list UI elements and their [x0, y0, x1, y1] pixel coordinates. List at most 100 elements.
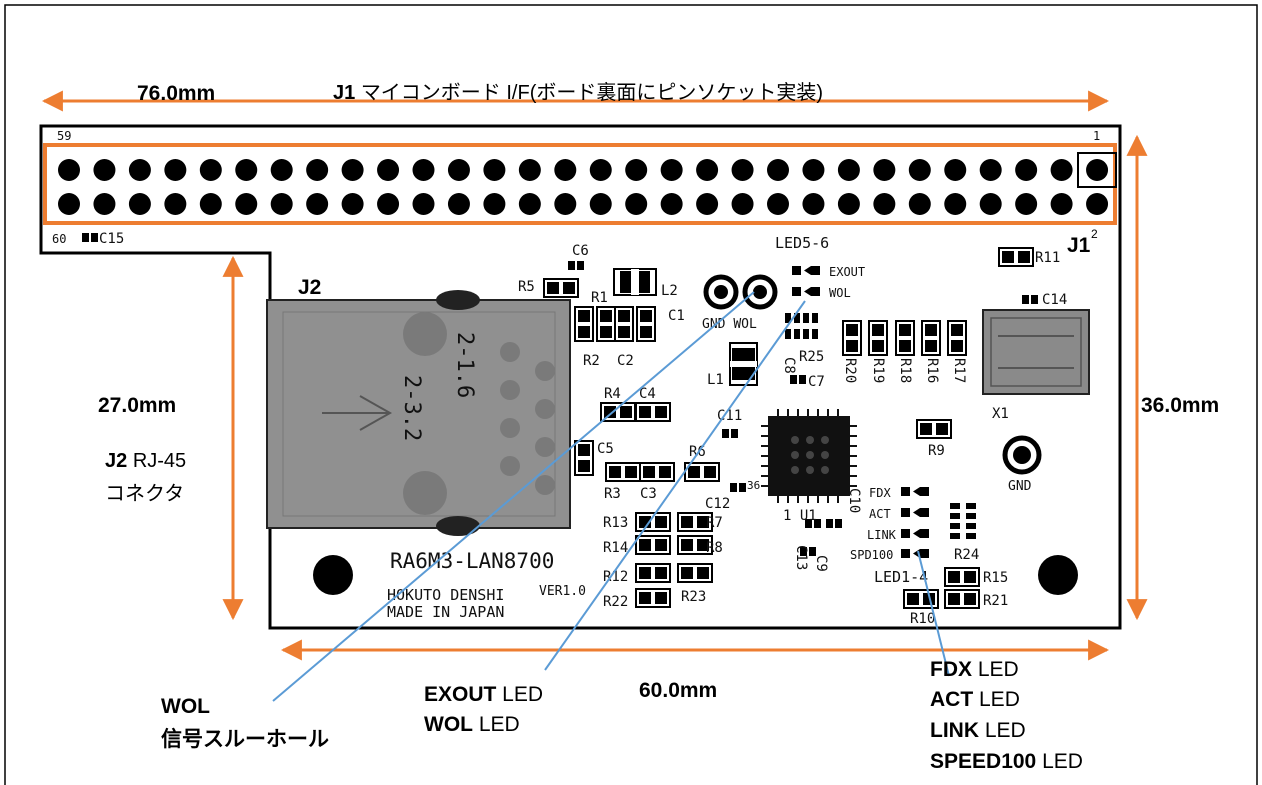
r24-pad: [966, 503, 976, 509]
j1-pin: [235, 193, 258, 215]
leader-exout-led: [544, 300, 806, 671]
r12-label: R12: [603, 569, 628, 585]
smd-pad-pair: [895, 320, 915, 356]
r24-pad: [950, 533, 960, 539]
smd-cap-small: [800, 547, 816, 556]
j1-pin: [518, 193, 541, 215]
j1-pin: [306, 159, 329, 181]
wol-through-hole-label: 信号スルーホール: [161, 727, 329, 751]
r4-label: R4: [604, 386, 621, 402]
j1-pin1-marker: [1077, 152, 1117, 188]
c4-label: C4: [639, 386, 656, 402]
j1-pin: [164, 193, 187, 215]
smd-pad-pair: [944, 589, 980, 609]
j1-pin: [696, 193, 719, 215]
smd-pad-pair: [944, 567, 980, 587]
r11-label: R11: [1035, 250, 1060, 266]
j1-pin: [979, 193, 1002, 215]
smd-pad-pair: [543, 278, 579, 298]
j1-pin: [341, 193, 364, 215]
j1-pin: [802, 159, 825, 181]
j1-pin: [731, 159, 754, 181]
j1-pin: [58, 193, 80, 215]
c2-label: C2: [617, 353, 634, 369]
c6-label: C6: [572, 243, 589, 259]
passive-pads: [82, 233, 1038, 609]
outer-frame: [4, 4, 1258, 785]
c8-label: C8: [781, 357, 797, 374]
j1-pin: [731, 193, 754, 215]
j1-pin: [377, 159, 400, 181]
dim-60mm-label: 60.0mm: [639, 679, 717, 702]
smd-pad-pair: [635, 535, 671, 555]
r25-pad: [794, 329, 800, 339]
smd-pad-pair: [677, 563, 713, 583]
j1-pin: [625, 193, 648, 215]
j1-pin: [128, 193, 151, 215]
j1-pin: [767, 193, 789, 215]
act-led-label: ACT LED: [930, 688, 1020, 711]
mounting-hole-right: [1038, 555, 1078, 595]
j1-pin: [447, 159, 470, 181]
pin36-label: 36: [747, 479, 760, 492]
link-silk: LINK: [867, 528, 897, 542]
smd-cap-small: [805, 519, 821, 528]
r18-label: R18: [897, 358, 913, 383]
r25-pad: [785, 313, 791, 323]
j1-pin: [1086, 159, 1109, 181]
r25-pad: [812, 313, 818, 323]
u1-chip: [761, 409, 857, 503]
r25-pad: [785, 329, 791, 339]
smd-pad-pair: [614, 306, 634, 342]
rj45-arrow-icon: [322, 395, 393, 431]
c13-label: C13: [793, 545, 809, 570]
j1-pin: [873, 193, 896, 215]
c10-label: C10: [846, 488, 862, 513]
j1-pin: [377, 193, 400, 215]
smd-cap-small: [730, 483, 746, 492]
j1-pin: [483, 193, 506, 215]
j1-pin: [235, 159, 258, 181]
smd-cap-small: [826, 519, 842, 528]
jack-text-2: 2-3.2: [399, 375, 424, 441]
c1-label: C1: [668, 308, 685, 324]
j1-pin: [199, 159, 222, 181]
dim-76mm-label: 76.0mm: [137, 82, 215, 105]
fdx-silk: FDX: [869, 486, 891, 500]
r24-pad: [950, 523, 960, 529]
r3-label: R3: [604, 486, 621, 502]
smd-pad-pair: [868, 320, 888, 356]
u1-label: 1 U1: [783, 508, 817, 524]
r24-pad: [950, 503, 960, 509]
j2-board-mark: J2: [298, 276, 321, 299]
j1-pin: [837, 159, 860, 181]
smd-cap-small: [568, 261, 584, 270]
j1-pin: [1086, 193, 1109, 215]
r24-pad: [950, 513, 960, 519]
j1-pin: [1015, 159, 1038, 181]
smd-pad-pair: [596, 306, 616, 342]
r22-label: R22: [603, 594, 628, 610]
j1-pin: [1050, 193, 1073, 215]
r16-label: R16: [924, 358, 940, 383]
dim-36mm-label: 36.0mm: [1141, 394, 1219, 417]
c12-label: C12: [705, 496, 730, 512]
led-icon: [792, 266, 820, 275]
r14-label: R14: [603, 540, 628, 556]
smd-pad-pair: [842, 320, 862, 356]
j1-pin: [802, 193, 825, 215]
led-icon: [901, 508, 929, 517]
j1-pin: [696, 159, 719, 181]
j1-pin: [944, 193, 967, 215]
j1-pin: [554, 193, 577, 215]
j1-pin: [93, 159, 116, 181]
maker-line-1: HOKUTO DENSHI: [387, 586, 504, 604]
model-label: RA6M3-LAN8700: [390, 549, 554, 573]
j1-header-title: J1 マイコンボード I/F(ボード裏面にピンソケット実装): [333, 81, 823, 104]
smd-pad-pair: [947, 320, 967, 356]
r5-label: R5: [518, 279, 535, 295]
pin-1-label: 1: [1093, 129, 1100, 143]
r25-pad: [803, 329, 809, 339]
j1-pin: [306, 193, 329, 215]
